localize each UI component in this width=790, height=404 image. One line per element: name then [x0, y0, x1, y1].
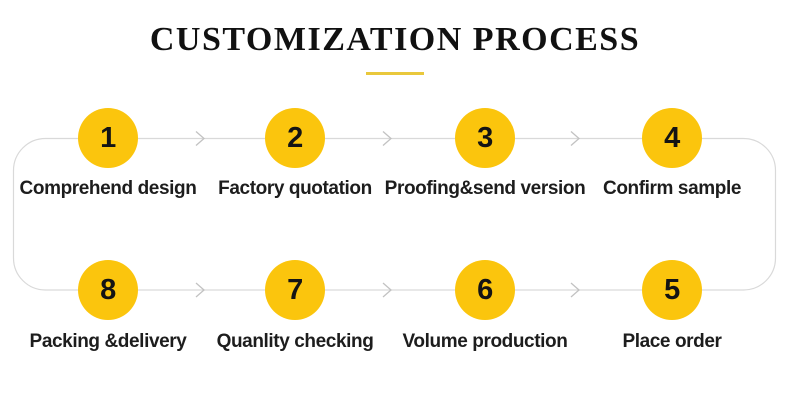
step-5-label: Place order	[622, 331, 722, 352]
step-6-number: 6	[477, 273, 493, 306]
step-2-number: 2	[287, 121, 303, 154]
arrow-right-icon	[382, 282, 392, 298]
arrow-right-icon	[570, 282, 580, 298]
step-5-circle: 5	[642, 260, 702, 320]
step-6-circle: 6	[455, 260, 515, 320]
step-3-circle: 3	[455, 108, 515, 168]
step-4-label: Confirm sample	[603, 178, 741, 199]
step-7-label: Quanlity checking	[216, 331, 374, 352]
step-4-number: 4	[664, 121, 680, 154]
step-2-circle: 2	[265, 108, 325, 168]
step-5-number: 5	[664, 273, 680, 306]
step-2-label: Factory quotation	[218, 178, 372, 199]
step-8-circle: 8	[78, 260, 138, 320]
arrow-right-icon	[570, 131, 580, 146]
step-3-number: 3	[477, 121, 493, 154]
page-title: CUSTOMIZATION PROCESS	[149, 21, 641, 58]
step-7-circle: 7	[265, 260, 325, 320]
title-underline	[366, 72, 424, 75]
step-1-number: 1	[100, 121, 116, 154]
step-3-label: Proofing&send version	[384, 178, 586, 199]
step-4-circle: 4	[642, 108, 702, 168]
arrow-right-icon	[382, 131, 392, 146]
step-1-label: Comprehend design	[19, 178, 197, 199]
step-7-number: 7	[287, 273, 303, 306]
arrow-right-icon	[195, 131, 205, 146]
step-8-label: Packing &delivery	[29, 331, 187, 352]
arrow-right-icon	[195, 282, 205, 298]
step-6-label: Volume production	[402, 331, 568, 352]
step-8-number: 8	[100, 273, 116, 306]
step-1-circle: 1	[78, 108, 138, 168]
connector-loop	[12, 137, 777, 291]
